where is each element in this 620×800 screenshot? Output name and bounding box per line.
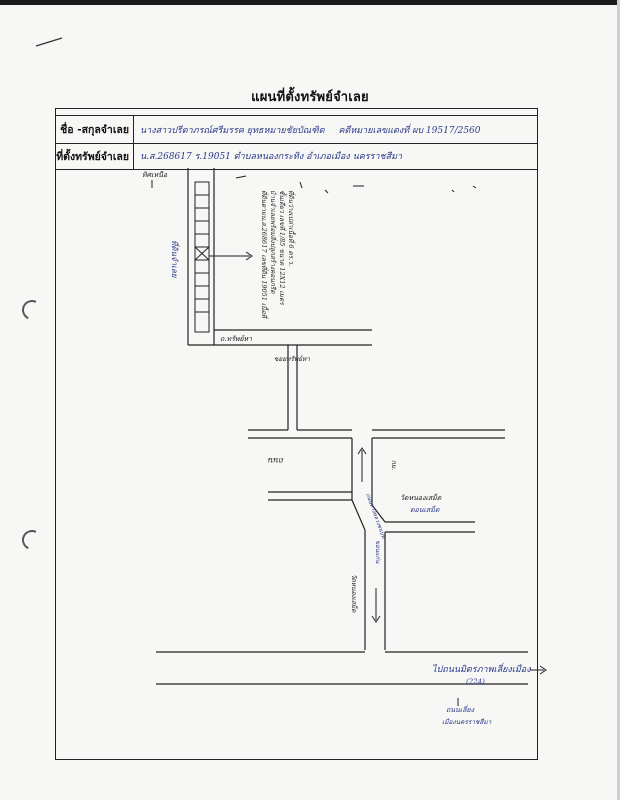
- name-label: ชื่อ -สกุลจำเลย: [56, 116, 134, 143]
- scan-edge: [0, 0, 620, 5]
- parcel-note-4: ที่ดินว่างเปล่าเนื้อที่ 6 ตร.ว.: [287, 190, 296, 266]
- parcel-strip: [187, 168, 215, 345]
- pen-scribble: [35, 37, 63, 47]
- name-value-field: นางสาวปรีดาภรณ์ศรีมรรค ยุทธหมายชัยบัณฑิต…: [140, 116, 533, 143]
- road-line: [351, 499, 366, 531]
- road-vertical-label: ถนนทางหลวงชนบท: [364, 493, 386, 540]
- name-row: ชื่อ -สกุลจำเลย นางสาวปรีดาภรณ์ศรีมรรค ย…: [56, 115, 537, 144]
- parcel-note-3: ชั้นเดียว เลขที่ 1/85 ขนาด 12X12 เมตร: [278, 190, 287, 306]
- road-line: [371, 504, 386, 523]
- km-label: กม.: [390, 460, 398, 470]
- road-vertical-label-2: ขอนแก่น: [374, 540, 381, 564]
- location-label: ที่ตั้งทรัพย์จำเลย: [56, 143, 134, 169]
- road-bottom-label: ถ.ทรัพย์หา: [220, 334, 253, 343]
- highway-number: (224): [466, 678, 485, 686]
- road-middle-label: ถนน: [268, 456, 284, 465]
- highway-label: ไปถนนมิตรภาพเลี่ยงเมือง: [432, 662, 531, 675]
- arrow-head-icon: [371, 615, 381, 623]
- north-label: ทิศเหนือ: [142, 171, 168, 179]
- parcel-label: ที่ดินจำเลย: [170, 240, 181, 279]
- arrow-head-icon: [357, 447, 367, 455]
- arrow-head-icon: [539, 665, 547, 675]
- bottom-note-2: เมืองนครราชสีมา: [442, 718, 492, 726]
- arrow-head-icon: [245, 251, 253, 261]
- document-title: แผนที่ตั้งทรัพย์จำเลย: [251, 90, 369, 105]
- parcel-note-1: ที่ดินตามน.ส.268617 เลขที่ดิน 19051 เนื้…: [260, 190, 269, 320]
- location-row: ที่ตั้งทรัพย์จำเลย น.ส.268617 ร.19051 ตำ…: [56, 143, 537, 170]
- soi-label: ซอยทรัพย์หา: [274, 355, 310, 363]
- landmark-label: วัดหนองเสม็ด: [400, 493, 442, 502]
- form-frame: ชื่อ -สกุลจำเลย นางสาวปรีดาภรณ์ศรีมรรค ย…: [55, 108, 538, 760]
- case-number: คดีหมายเลขแดงที่ ผบ 19517/2560: [338, 125, 481, 136]
- bottom-note: ถนนเลี่ยง: [446, 704, 475, 714]
- name-value: นางสาวปรีดาภรณ์ศรีมรรค ยุทธหมายชัยบัณฑิต: [140, 125, 325, 136]
- location-value: น.ส.268617 ร.19051 ตำบลหนองกระทิง อำเภอเ…: [140, 152, 403, 162]
- road-note-left: วัดหนองเสม็ด: [350, 574, 359, 613]
- parcel-note-2: บ้านจำเลยพร้อมสิ่งปลูกสร้างคอนกรีต: [269, 190, 278, 294]
- landmark-label-2: ดอนเสม็ด: [410, 505, 440, 514]
- scan-edge-right: [617, 0, 620, 800]
